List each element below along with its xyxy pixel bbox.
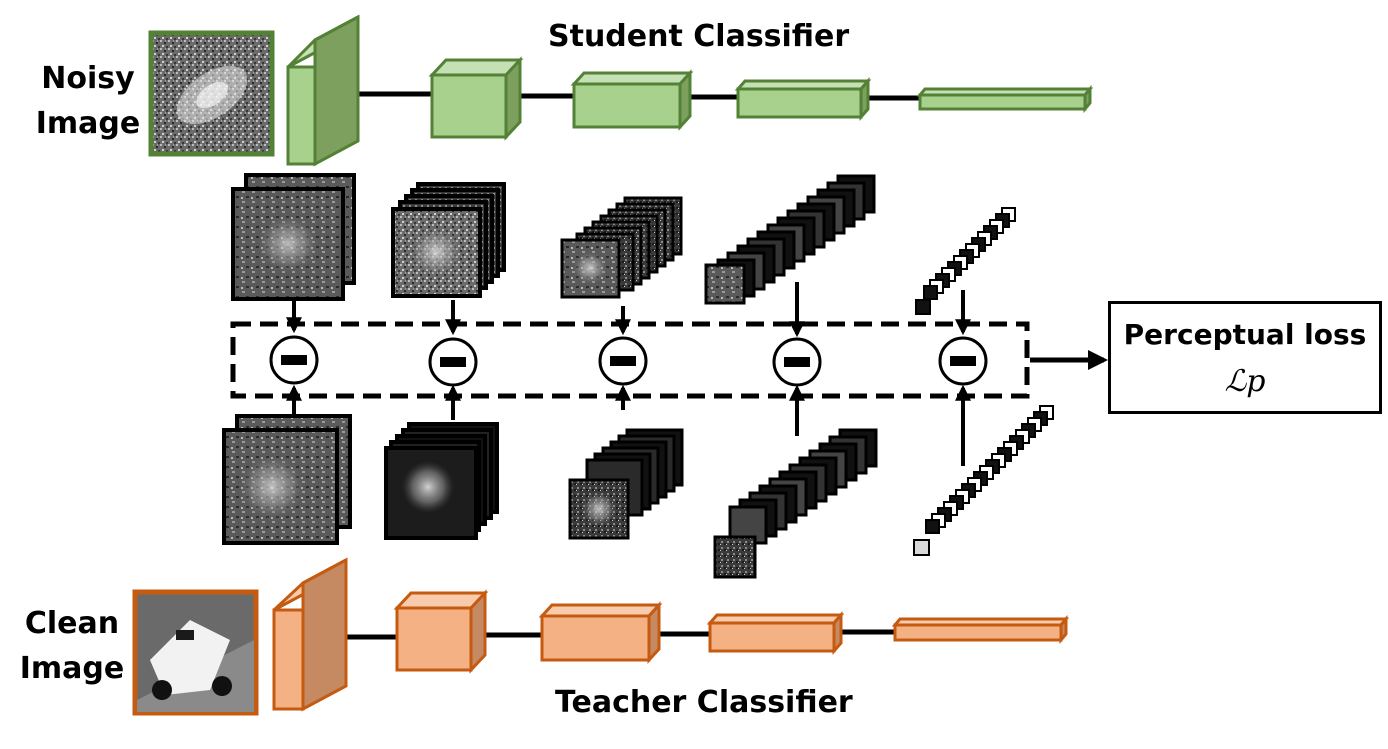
teacher-feature-stack-2 <box>384 422 499 540</box>
student-feature-stack-4 <box>704 174 876 305</box>
student-layer-3 <box>570 69 694 131</box>
minus-operator-2 <box>428 337 478 387</box>
minus-operator-5 <box>938 336 988 386</box>
perceptual-loss-box: Perceptual loss ℒp <box>1108 301 1382 414</box>
teacher-layer-5 <box>891 614 1070 645</box>
minus-operator-3 <box>598 336 648 386</box>
student-feature-maps <box>231 173 1016 315</box>
difference-region <box>230 282 1108 466</box>
perceptual-loss-symbol: ℒp <box>1224 364 1266 399</box>
teacher-feature-stack-5 <box>913 405 1054 556</box>
teacher-feature-maps <box>222 405 1054 579</box>
clean-input-image <box>132 589 259 716</box>
teacher-layer-2 <box>393 589 489 674</box>
student-layer-4 <box>734 77 872 121</box>
minus-operator-1 <box>269 335 319 385</box>
noisy-input-image <box>148 30 275 157</box>
teacher-layer-4 <box>706 611 845 655</box>
student-layer-1 <box>286 14 360 167</box>
noisy-label-line1: Noisy <box>41 61 135 96</box>
teacher-feature-stack-1 <box>222 414 352 545</box>
teacher-classifier-title: Teacher Classifier <box>555 685 853 720</box>
teacher-layer-1 <box>272 557 348 712</box>
student-feature-stack-1 <box>231 173 356 301</box>
minus-operator-4 <box>772 337 822 387</box>
student-feature-stack-2 <box>391 182 506 298</box>
clean-label-line1: Clean <box>24 606 120 641</box>
teacher-to-diff-arrows <box>286 384 971 466</box>
student-classifier-title: Student Classifier <box>548 19 850 54</box>
student-branch <box>148 14 1094 167</box>
teacher-feature-stack-3 <box>568 428 684 540</box>
student-to-diff-arrows <box>286 282 971 338</box>
student-feature-stack-3 <box>560 196 683 299</box>
noisy-label-line2: Image <box>35 106 141 141</box>
teacher-feature-stack-4 <box>713 428 878 579</box>
teacher-layer-3 <box>538 601 663 664</box>
student-layer-5 <box>916 84 1094 114</box>
student-feature-stack-5 <box>915 207 1016 315</box>
teacher-branch <box>132 557 1070 716</box>
student-layer-2 <box>428 56 524 141</box>
clean-label-line2: Image <box>19 651 125 686</box>
clean-image-label: Clean Image <box>12 601 132 691</box>
perceptual-loss-title: Perceptual loss <box>1123 318 1367 351</box>
noisy-image-label: Noisy Image <box>28 56 148 146</box>
